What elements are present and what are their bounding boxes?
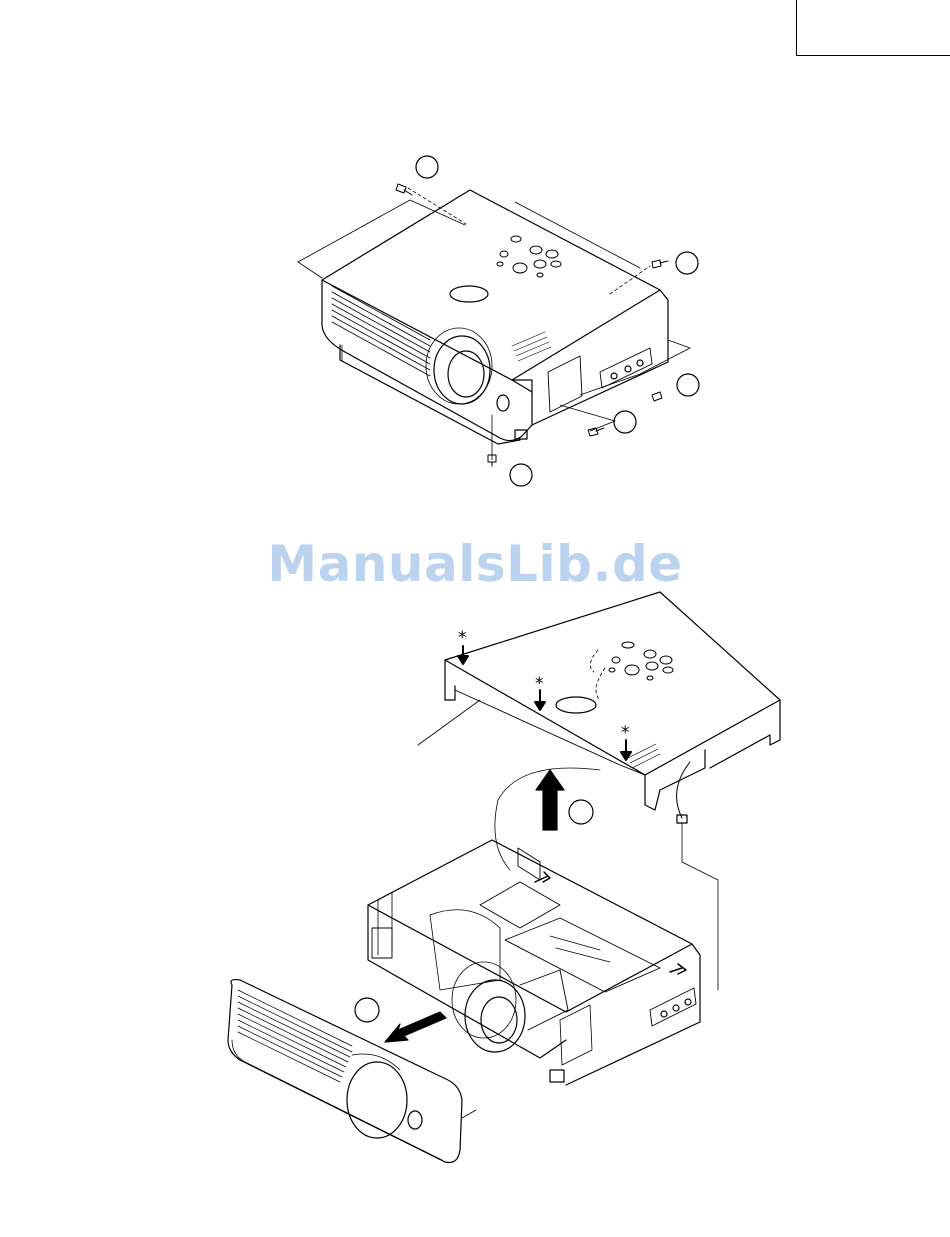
screw-icon: [652, 260, 668, 268]
top-cover-outline: [322, 190, 660, 380]
control-panel: [497, 236, 561, 277]
screw-icon: [652, 392, 662, 401]
lens-outer: [465, 980, 525, 1052]
callout-circle: [510, 464, 532, 486]
callout-circle: [676, 252, 698, 274]
screw-icon: [588, 428, 604, 436]
lens-ring: [426, 328, 492, 404]
latch-mark: *: [535, 674, 544, 694]
front-foot: [515, 430, 527, 439]
front-vents: [332, 286, 430, 376]
control-panel: [609, 642, 673, 680]
assembled-projector: [298, 156, 699, 486]
callout-circle: [614, 411, 636, 433]
side-face: [512, 290, 668, 425]
watermark: ManualsLib.de: [0, 535, 950, 593]
lift-arrow: [536, 770, 564, 830]
callout-circle: [677, 374, 699, 396]
lifted-top-cover: [418, 592, 780, 990]
screw-icon: [396, 184, 412, 195]
callout-circle: [355, 998, 379, 1022]
speaker-grille: [512, 332, 551, 361]
pull-arrow: [385, 1012, 446, 1042]
projector-chassis: [368, 840, 700, 1085]
latch-mark: *: [621, 723, 630, 743]
front-sensor: [497, 395, 509, 411]
latch-mark: *: [458, 628, 467, 648]
top-logo: [450, 286, 488, 302]
front-cabinet: [228, 980, 476, 1163]
lens-inner: [448, 351, 484, 397]
callout-circle: [416, 156, 438, 178]
callout-circle: [569, 800, 593, 824]
bottom-skirt: [340, 345, 520, 444]
